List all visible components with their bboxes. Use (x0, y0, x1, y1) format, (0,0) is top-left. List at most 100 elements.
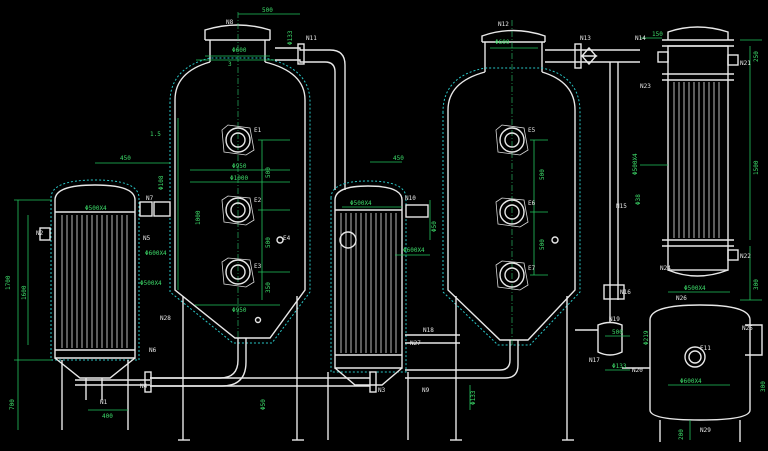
nozzle-N21: N21 (740, 60, 751, 67)
dim-sep1-top-dia: Φ600 (232, 47, 247, 54)
nozzle-N26: N26 (676, 295, 687, 302)
nozzle-N19: N19 (609, 316, 620, 323)
nozzle-N7: N7 (146, 195, 154, 202)
dim-sep2-sight-500a: 500 (539, 169, 546, 180)
dim-sep1-top-width: 500 (262, 7, 273, 14)
dim-cond-bottom: 300 (753, 279, 760, 290)
middle-heat-exchanger (327, 180, 429, 440)
dim-sep2-top-dia: Φ600 (495, 39, 510, 46)
evaporator-1-separator (153, 12, 311, 441)
dim-left-hx-400: 400 (102, 413, 113, 420)
dim-sep1-sight-350: 350 (265, 282, 272, 293)
dim-sep2-sight-500b: 500 (539, 239, 546, 250)
dim-cond-top: 250 (753, 51, 760, 62)
sight-glass-E1: E1 (254, 127, 262, 134)
dim-sep1-1000: Φ1000 (230, 175, 248, 182)
nozzle-N8: N8 (226, 19, 234, 26)
evaporator-2-separator (442, 20, 581, 441)
dim-cond-d500: Φ500X4 (684, 285, 706, 292)
dim-left-hx-height: 1700 (5, 275, 12, 290)
evaporator-2-sight-glasses (495, 124, 529, 291)
nozzle-N11: N11 (306, 35, 317, 42)
nozzle-N27: N27 (410, 340, 421, 347)
nozzle-N15: N15 (616, 203, 627, 210)
nozzle-N18: N18 (423, 327, 434, 334)
vapor-pipe-1 (275, 43, 346, 190)
dim-sep2-133: Φ133 (470, 390, 477, 405)
sight-glass-E6: E6 (528, 200, 536, 207)
nozzle-N16: N16 (620, 289, 631, 296)
dim-sep1-sight-500a: 500 (265, 167, 272, 178)
dim-sep1-d133: Φ133 (287, 30, 294, 45)
dim-sep1-cone: Φ950 (232, 307, 247, 314)
dim-mid-hx-d50: Φ50 (431, 221, 438, 232)
nozzle-N3: N3 (378, 387, 386, 394)
nozzle-N22: N22 (740, 253, 751, 260)
vapor-pipe-2 (545, 43, 640, 300)
dim-mid-hx-tube: Φ600X4 (403, 247, 425, 254)
dim-mid-hx-tubesheet: Φ500X4 (350, 200, 372, 207)
dim-left-hx-bottom: 700 (9, 399, 16, 410)
dim-recv-d133: Φ133 (612, 363, 627, 370)
nozzle-N23: N23 (640, 83, 651, 90)
sight-glass-E3: E3 (254, 263, 262, 270)
left-hx-tube-bundle (61, 215, 128, 348)
sight-glass-labels: E1 E2 E3 E4 E5 E6 E7 E11 (254, 127, 711, 352)
nozzle-N25: N25 (742, 325, 753, 332)
dim-recv-500: 500 (612, 329, 623, 336)
dim-sep1-small-4: 3 (228, 61, 232, 68)
sight-glass-E4: E4 (283, 235, 291, 242)
sight-glass-E2: E2 (254, 197, 262, 204)
receiver-tank (597, 300, 763, 442)
sight-glass-E7: E7 (528, 265, 536, 272)
condenser (657, 26, 739, 277)
dim-cond-dia: Φ500X4 (632, 153, 639, 175)
dim-left-hx-width: 450 (120, 155, 131, 162)
dim-sep1-d108: Φ108 (158, 175, 165, 190)
nozzle-N2: N2 (36, 230, 44, 237)
sight-glass-E11: E11 (700, 345, 711, 352)
nozzle-N14: N14 (635, 35, 646, 42)
dim-sep1-d50: Φ50 (260, 399, 267, 410)
dim-recv-300: 300 (760, 381, 767, 392)
dimension-lines (14, 13, 762, 440)
nozzle-N1: N1 (100, 399, 108, 406)
dim-recv-200: 200 (678, 429, 685, 440)
dim-left-hx-tube: Φ600X4 (145, 250, 167, 257)
nozzle-N9: N9 (422, 387, 430, 394)
nozzle-N24: N24 (660, 265, 671, 272)
dim-cond-width: 150 (652, 31, 663, 38)
nozzle-labels: N1 N2 N3 N4 N5 N6 N7 N8 N9 N10 N11 N12 N… (36, 19, 753, 434)
nozzle-N12: N12 (498, 21, 509, 28)
dim-sep1-900: Φ950 (232, 163, 247, 170)
dimension-labels: 450 Φ500X4 Φ600X4 Φ500X4 1700 1600 700 4… (5, 7, 767, 440)
sight-glass-E5: E5 (528, 127, 536, 134)
evaporator-1-sight-glasses (221, 124, 255, 288)
dim-recv-dia: Φ600X4 (680, 378, 702, 385)
nozzle-N13: N13 (580, 35, 591, 42)
middle-hx-tube-bundle (340, 213, 397, 353)
dim-sep1-15: 1.5 (150, 131, 161, 138)
nozzle-N17: N17 (589, 357, 600, 364)
nozzle-N5: N5 (143, 235, 151, 242)
dim-cond-height: 1500 (753, 160, 760, 175)
dim-sep1-sight-500b: 500 (265, 237, 272, 248)
nozzle-N6: N6 (149, 347, 157, 354)
dim-left-hx-shell: Φ500X4 (85, 205, 107, 212)
nozzle-N28: N28 (160, 315, 171, 322)
bottom-piping (144, 329, 650, 393)
nozzle-N10: N10 (405, 195, 416, 202)
nozzle-N29: N29 (700, 427, 711, 434)
dim-left-hx-inner: 1600 (21, 285, 28, 300)
dim-sep1-height: 1000 (195, 210, 202, 225)
nozzle-N4: N4 (140, 383, 148, 390)
dim-cond-d38: Φ38 (635, 194, 642, 205)
left-heat-exchanger (39, 179, 153, 430)
condenser-tube-bundle (673, 82, 720, 238)
dim-recv-d219: Φ219 (643, 330, 650, 345)
nozzle-N20: N20 (632, 367, 643, 374)
dim-left-hx-tubesheet: Φ500X4 (140, 280, 162, 287)
dim-mid-hx-width: 450 (393, 155, 404, 162)
